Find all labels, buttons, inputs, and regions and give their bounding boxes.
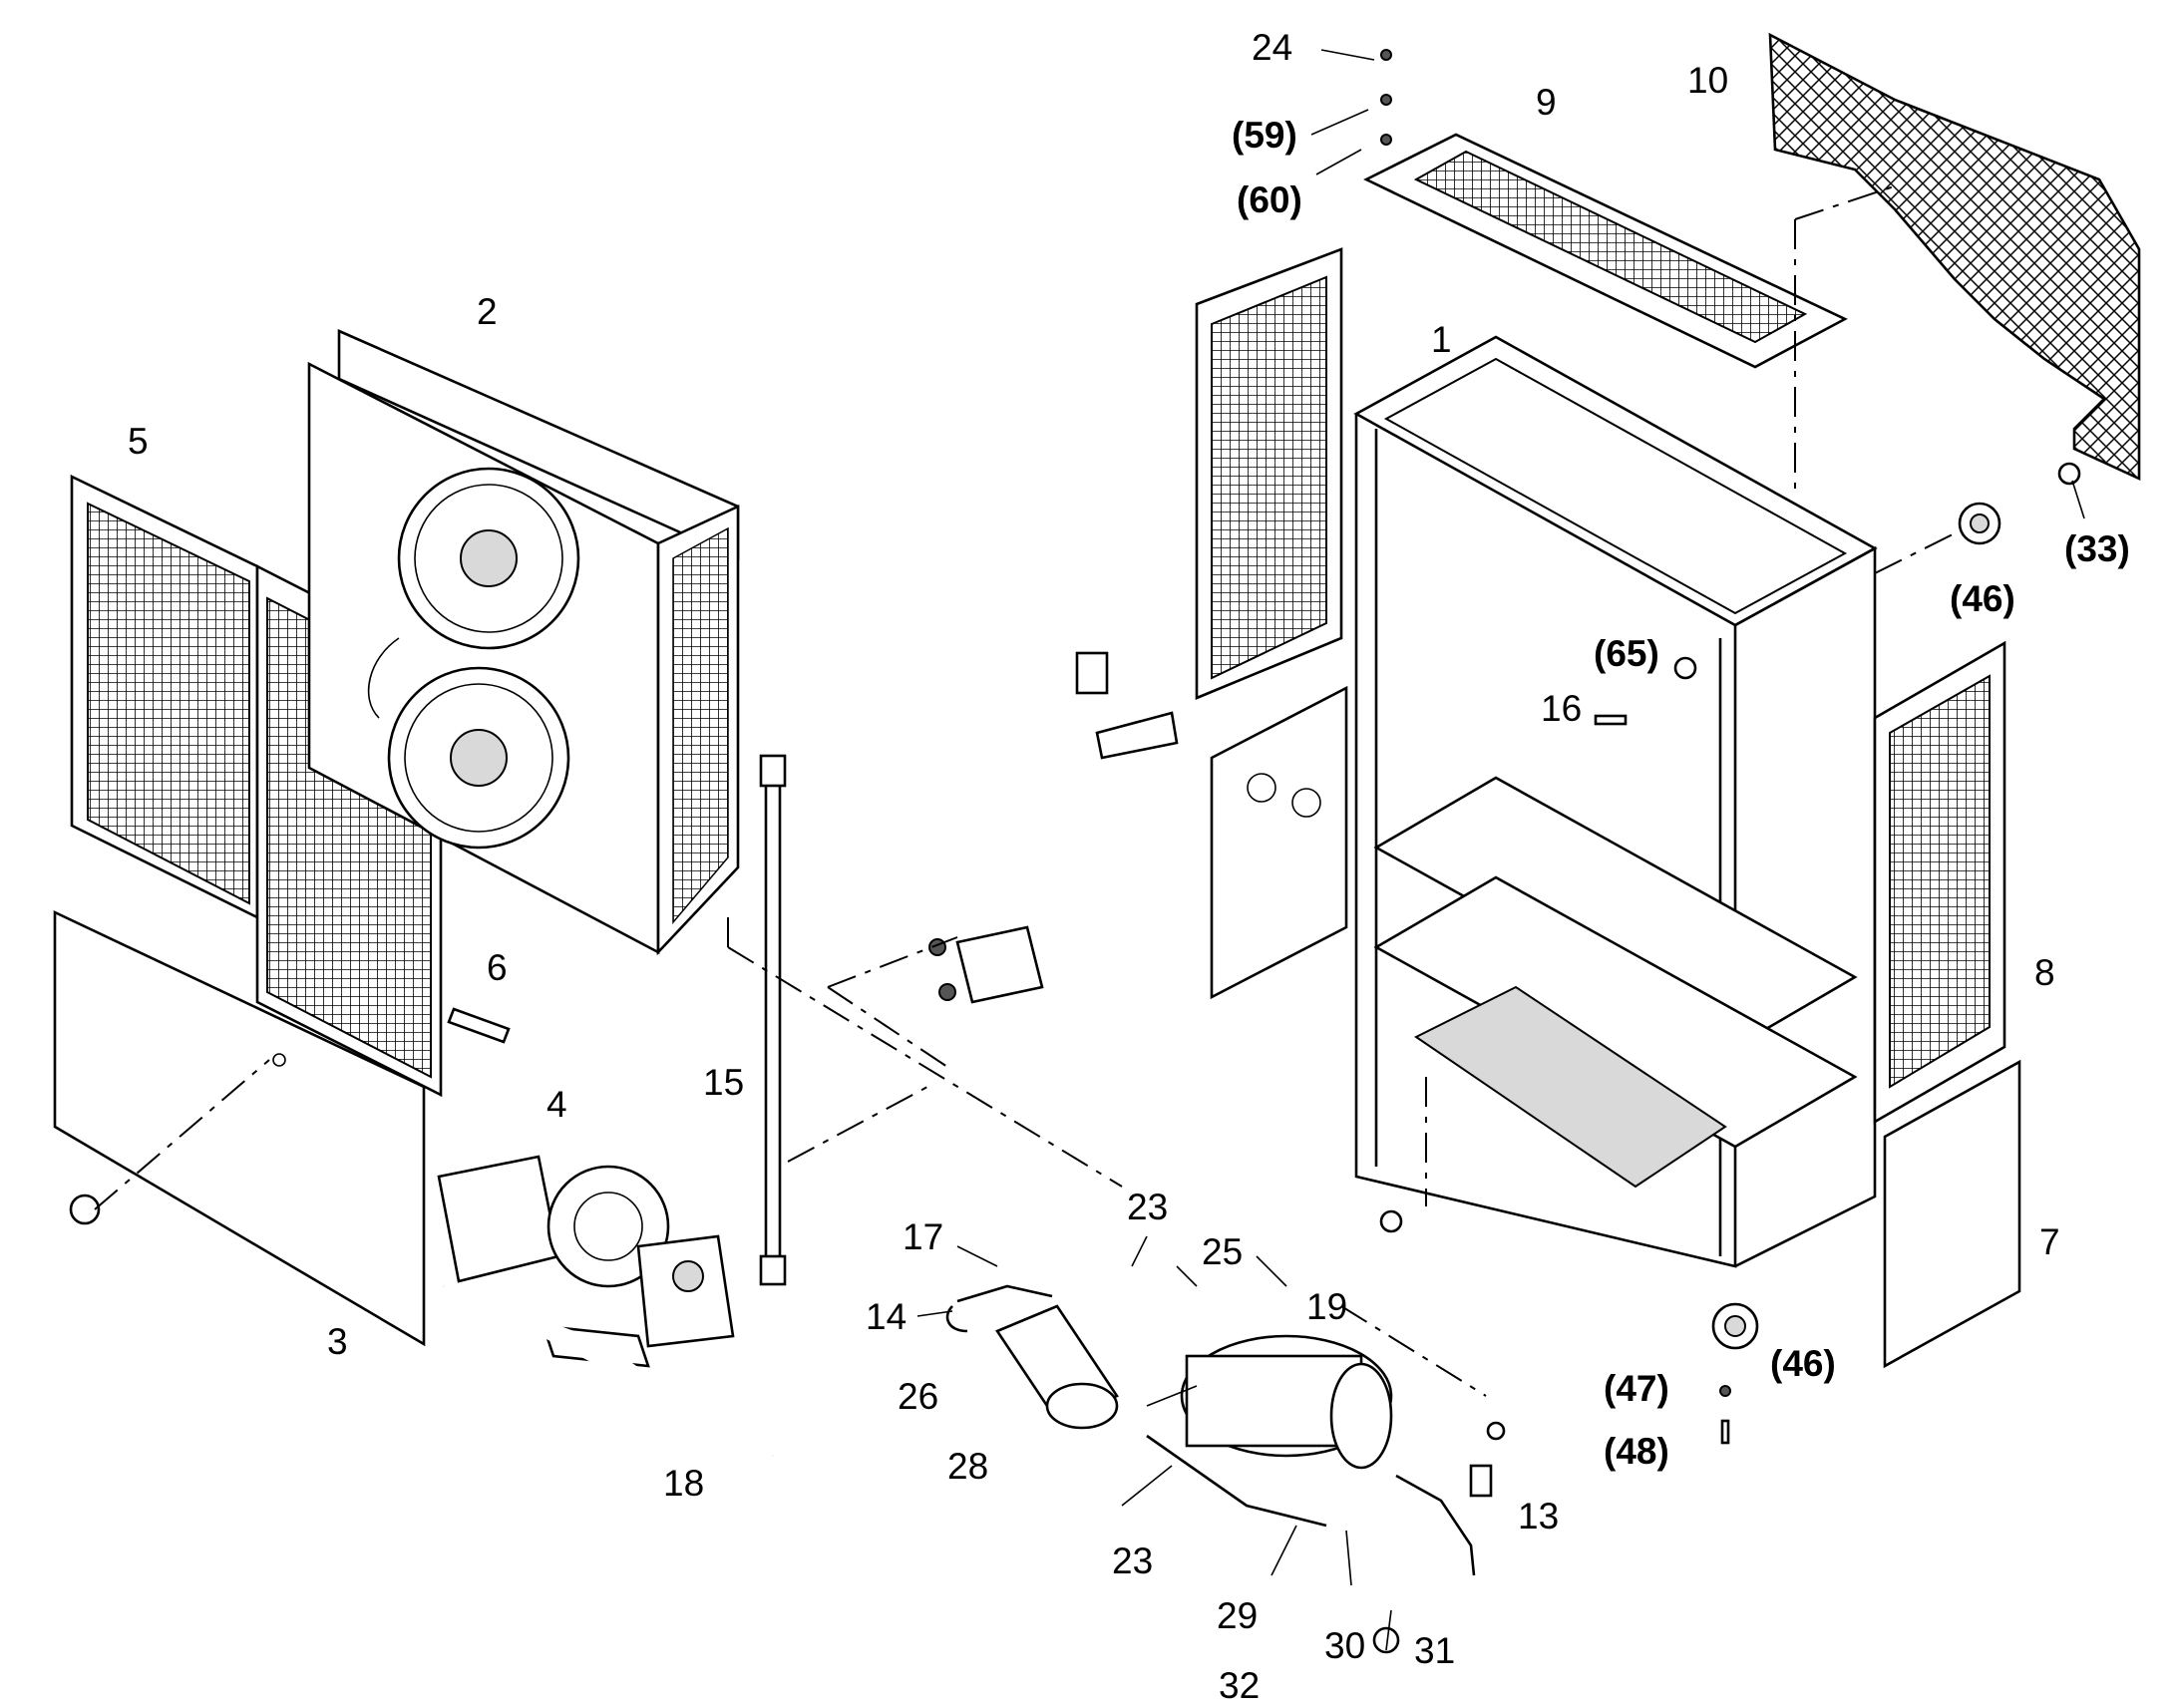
compressor-motor-assembly — [437, 1155, 735, 1368]
callout-8: 8 — [2034, 952, 2055, 993]
callout-19: 19 — [1306, 1286, 1347, 1327]
small-hardware — [69, 49, 2081, 1654]
condenser-fan-unit — [307, 329, 740, 956]
receiver-drum — [1180, 1334, 1393, 1470]
right-side-plate — [1883, 1059, 2021, 1369]
assembly-dash-lines — [94, 183, 1956, 1397]
rear-mesh-cover — [1768, 32, 2141, 482]
callout-15: 15 — [703, 1062, 744, 1103]
callout-7: 7 — [2039, 1221, 2060, 1262]
callout-labels: 1 2 3 4 5 6 7 8 9 10 13 14 15 16 17 18 1… — [128, 27, 2130, 1706]
callout-65: (65) — [1594, 633, 1659, 674]
callout-46-lower: (46) — [1770, 1343, 1836, 1384]
callout-10: 10 — [1687, 60, 1728, 101]
callout-26: 26 — [898, 1376, 938, 1417]
callout-5: 5 — [128, 421, 149, 462]
callout-59: (59) — [1232, 115, 1297, 156]
callout-60: (60) — [1237, 179, 1302, 220]
fitting-upper — [1958, 502, 2001, 545]
flexible-hose — [441, 1280, 778, 1459]
filter-drier — [995, 1304, 1119, 1430]
callout-16: 16 — [1541, 688, 1582, 729]
callout-33: (33) — [2064, 528, 2130, 569]
callout-46-upper: (46) — [1950, 578, 2015, 619]
callout-48: (48) — [1604, 1431, 1669, 1472]
leader-lines — [916, 49, 2085, 1651]
callout-25: 25 — [1202, 1231, 1243, 1272]
callout-9: 9 — [1536, 82, 1557, 123]
right-side-mesh-panel — [1873, 640, 2006, 1125]
fitting-lower — [1711, 1302, 1759, 1350]
main-frame — [1353, 335, 1878, 1268]
callout-17: 17 — [903, 1216, 943, 1257]
pressure-switch — [928, 925, 1044, 1004]
callout-1: 1 — [1431, 319, 1452, 360]
callout-31: 31 — [1414, 1630, 1455, 1671]
callout-23-lower: 23 — [1112, 1540, 1153, 1581]
lower-front-cover — [53, 909, 426, 1347]
small-bracket — [447, 1007, 511, 1044]
callout-14: 14 — [866, 1296, 907, 1337]
callout-4: 4 — [546, 1084, 567, 1125]
callout-30: 30 — [1324, 1625, 1365, 1666]
callout-24: 24 — [1252, 27, 1292, 68]
left-side-plate — [1075, 651, 1348, 1000]
vertical-pipe — [759, 754, 787, 1286]
refrigerant-piping — [945, 1284, 1493, 1576]
top-mesh-cover — [1363, 133, 1848, 369]
callout-29: 29 — [1217, 1595, 1258, 1636]
callout-47: (47) — [1604, 1368, 1669, 1409]
left-side-mesh-panel — [1195, 247, 1343, 700]
callout-32: 32 — [1219, 1665, 1260, 1706]
callout-6: 6 — [487, 947, 508, 988]
callout-18: 18 — [663, 1463, 704, 1504]
callout-23-upper: 23 — [1127, 1187, 1168, 1227]
callout-28: 28 — [947, 1446, 988, 1487]
callout-2: 2 — [477, 291, 498, 332]
callout-13: 13 — [1518, 1496, 1559, 1537]
callout-3: 3 — [327, 1321, 348, 1362]
